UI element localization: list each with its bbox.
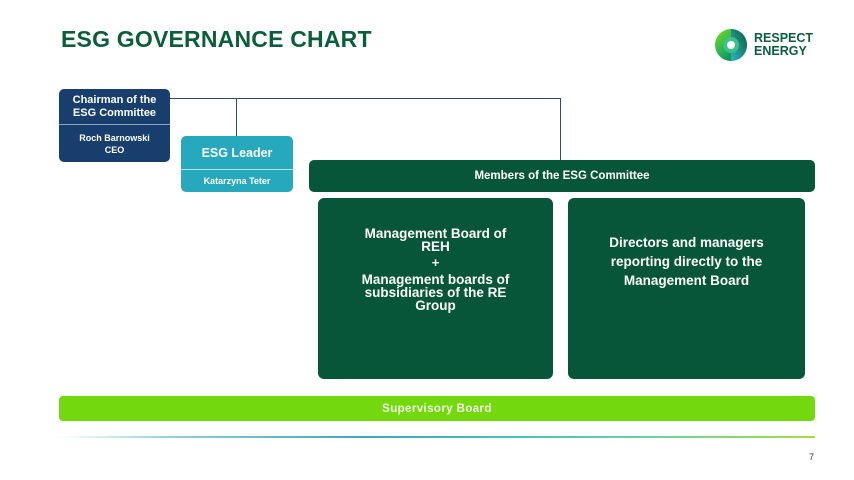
panel-text: Group <box>415 298 456 313</box>
supervisory-board-bar: Supervisory Board <box>59 396 815 421</box>
members-header: Members of the ESG Committee <box>309 160 815 192</box>
page-number: 7 <box>809 452 815 462</box>
esg-leader-box: ESG Leader Katarzyna Teter <box>181 136 293 192</box>
chairman-title: Chairman of the ESG Committee <box>59 89 170 125</box>
directors-managers-box: Directors and managers reporting directl… <box>568 198 805 379</box>
esg-leader-name: Katarzyna Teter <box>203 176 271 186</box>
respect-energy-logo: RESPECT ENERGY <box>713 27 823 63</box>
panel-text: Management boards of <box>361 272 510 287</box>
page-title: ESG GOVERNANCE CHART <box>61 26 372 52</box>
panel-text: Management Board <box>623 273 750 288</box>
logo-text-line2: ENERGY <box>754 44 807 58</box>
panel-text: Management Board of <box>364 226 507 241</box>
plus-sign: + <box>431 255 440 270</box>
gradient-divider <box>58 436 815 438</box>
management-boards-box: Management Board of REH + Management boa… <box>318 198 553 379</box>
chairman-role: CEO <box>104 144 125 155</box>
respect-energy-ring-icon <box>715 29 747 61</box>
chairman-box: Chairman of the ESG Committee Roch Barno… <box>59 89 170 162</box>
logo-text-line1: RESPECT <box>754 31 814 45</box>
panel-text: REH <box>421 239 450 254</box>
panel-text: reporting directly to the <box>610 254 763 269</box>
panel-text: subsidiaries of the RE <box>364 285 507 300</box>
esg-leader-title: ESG Leader <box>181 136 293 170</box>
connector-to-esg-leader <box>236 98 237 136</box>
panel-text: Directors and managers <box>609 235 764 250</box>
connector-to-members <box>560 98 561 160</box>
connector-horizontal <box>170 98 561 99</box>
chairman-name: Roch Barnowski <box>79 132 150 143</box>
